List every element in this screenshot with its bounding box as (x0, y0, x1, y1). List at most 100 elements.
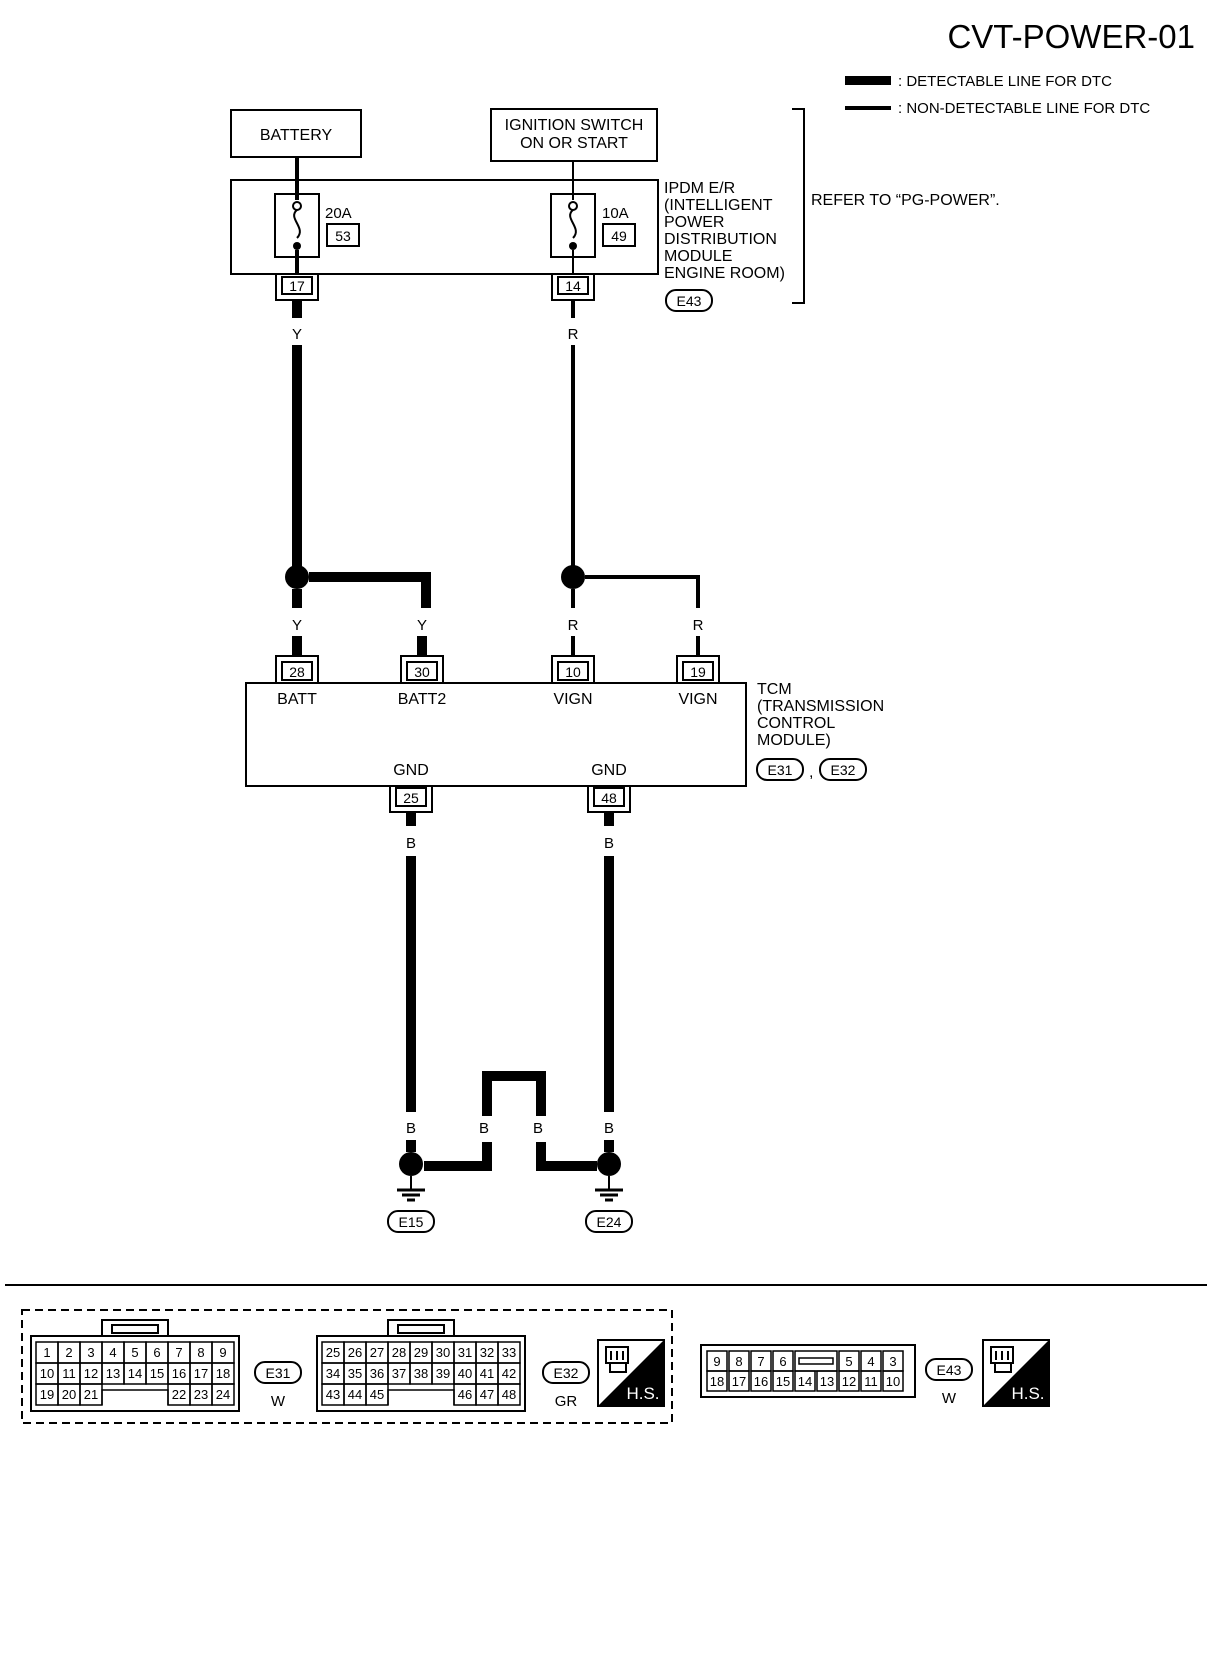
ground-e24: E24 (585, 1152, 633, 1233)
connector-pin-number: 32 (480, 1345, 494, 1360)
connector-e32-color: GR (555, 1393, 578, 1410)
connector-pin-number: 9 (219, 1345, 226, 1360)
tcm-connector-e31: E31 (768, 762, 793, 778)
tcm-pin-28: 28 (275, 655, 319, 683)
tcm-pin-28-label: BATT (277, 691, 317, 708)
connector-pin-number: 13 (106, 1366, 120, 1381)
connector-pin-number: 2 (65, 1345, 72, 1360)
ground-e15: E15 (387, 1152, 435, 1233)
wire-r-color-10: R (568, 617, 579, 634)
tcm-pin-30-label: BATT2 (398, 691, 447, 708)
tcm-gnd-25-label: GND (393, 762, 429, 779)
wire-y-color-30: Y (417, 617, 427, 634)
tcm-gnd-25: 25 (389, 786, 433, 813)
tcm-line-3: MODULE) (757, 732, 831, 749)
connector-hand-icon (990, 1346, 1014, 1373)
connector-pin-number: 18 (710, 1374, 724, 1389)
connector-notch (101, 1389, 169, 1405)
connector-pin-number: 15 (150, 1366, 164, 1381)
battery-box: BATTERY (230, 109, 362, 158)
connector-cavity (706, 1370, 728, 1392)
refer-text: REFER TO “PG-POWER”. (811, 192, 1000, 209)
ignition-line1: IGNITION SWITCH (505, 117, 644, 134)
connector-pin-number: 11 (62, 1366, 76, 1381)
tcm-box: BATT BATT2 VIGN VIGN GND GND (245, 682, 747, 787)
connector-pin-number: 42 (502, 1366, 516, 1381)
tcm-gnd-48-number: 48 (601, 790, 617, 806)
connector-latch-slot (111, 1324, 159, 1334)
terminal-14-label: 14 (565, 278, 581, 294)
connector-notch (387, 1389, 455, 1405)
connector-pin-number: 48 (502, 1387, 516, 1402)
connector-e32-id: E32 (554, 1365, 579, 1381)
connector-e43-color: W (942, 1390, 957, 1407)
wire-b-color-25: B (406, 835, 416, 852)
hs-badge-ipdm: H.S. (982, 1339, 1050, 1407)
connector-cavity (794, 1370, 816, 1392)
connector-pin-number: 5 (845, 1354, 852, 1369)
hs-label-ipdm: H.S. (1011, 1384, 1044, 1403)
connector-pin-number: 46 (458, 1387, 472, 1402)
tcm-connector-e32: E32 (831, 762, 856, 778)
connector-pin-number: 10 (40, 1366, 54, 1381)
terminal-17: 17 (275, 275, 319, 301)
ground-e24-label: E24 (597, 1214, 622, 1230)
connector-pin-number: 1 (43, 1345, 50, 1360)
connector-pin-number: 26 (348, 1345, 362, 1360)
tcm-pin-19: 19 (676, 655, 720, 683)
fuse-10a-number: 49 (611, 228, 627, 244)
ignition-line2: ON OR START (520, 135, 628, 152)
connector-pin-number: 28 (392, 1345, 406, 1360)
connector-pin-number: 16 (172, 1366, 186, 1381)
connector-pin-number: 21 (84, 1387, 98, 1402)
connector-key-slot (798, 1357, 834, 1365)
wire-b-color-jumper-1: B (479, 1120, 489, 1137)
connector-latch-slot (397, 1324, 445, 1334)
connector-cavity (772, 1370, 794, 1392)
connector-pin-number: 13 (820, 1374, 834, 1389)
connector-cavity (860, 1370, 882, 1392)
connector-pin-number: 44 (348, 1387, 362, 1402)
fuse-20a: 20A 53 (274, 193, 360, 258)
connector-pin-number: 35 (348, 1366, 362, 1381)
terminal-17-label: 17 (289, 278, 305, 294)
legend-thin-line (845, 106, 891, 110)
wire-r-color-19: R (693, 617, 704, 634)
connector-pin-number: 4 (109, 1345, 116, 1360)
splice-y (285, 565, 309, 589)
connector-pin-number: 37 (392, 1366, 406, 1381)
legend: : DETECTABLE LINE FOR DTC : NON-DETECTAB… (845, 73, 1150, 117)
connector-pin-number: 18 (216, 1366, 230, 1381)
connector-pin-number: 40 (458, 1366, 472, 1381)
connector-pin-number: 41 (480, 1366, 494, 1381)
legend-non-detectable: : NON-DETECTABLE LINE FOR DTC (898, 100, 1150, 117)
tcm-connector-frame (21, 1309, 673, 1424)
connector-pin-number: 17 (732, 1374, 746, 1389)
connector-pin-number: 8 (735, 1354, 742, 1369)
ipdm-line-3: DISTRIBUTION (664, 231, 777, 248)
connector-pin-number: 9 (713, 1354, 720, 1369)
tcm-pin-30: 30 (400, 655, 444, 683)
connector-e32-label: E32 GR (542, 1361, 590, 1410)
tcm-gnd-48-label: GND (591, 762, 627, 779)
ipdm-connector: E43 (677, 293, 702, 309)
ipdm-line-5: ENGINE ROOM) (664, 265, 785, 282)
connector-pin-number: 39 (436, 1366, 450, 1381)
connector-pin-number: 47 (480, 1387, 494, 1402)
fuse-10a: 10A 49 (550, 193, 636, 258)
fuse-20a-rating: 20A (325, 205, 352, 222)
connector-cavity (816, 1370, 838, 1392)
connector-pin-number: 6 (779, 1354, 786, 1369)
connector-pin-number: 4 (867, 1354, 874, 1369)
connector-pin-number: 5 (131, 1345, 138, 1360)
connector-housing (316, 1335, 526, 1412)
ipdm-line-1: (INTELLIGENT (664, 197, 773, 214)
tcm-pin-10-label: VIGN (553, 691, 592, 708)
hs-label-tcm: H.S. (626, 1384, 659, 1403)
wire-r-color-top: R (568, 326, 579, 343)
fuse-20a-number: 53 (335, 228, 351, 244)
connector-cavity (750, 1370, 772, 1392)
